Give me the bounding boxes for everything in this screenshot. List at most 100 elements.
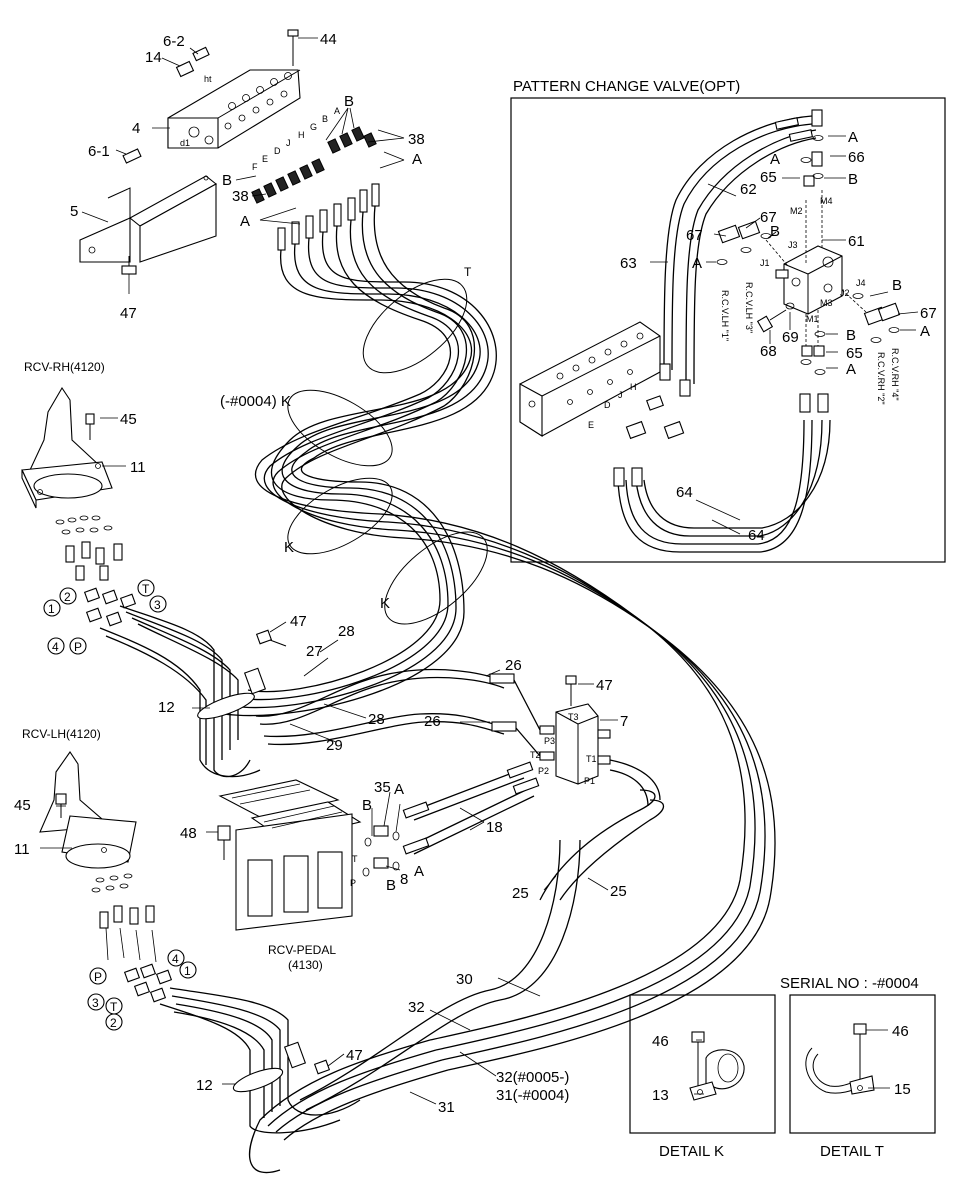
callout-a-1: A — [412, 151, 422, 168]
label-m3: M3 — [820, 298, 833, 308]
callout-38-1: 38 — [408, 131, 425, 148]
callout-b-p2: B — [386, 877, 396, 894]
label-d1: d1 — [180, 138, 190, 148]
o-rings-rh — [55, 515, 113, 535]
port-badges-rh: 1 2 T 3 4 P — [43, 579, 167, 655]
port-fittings-38 — [251, 126, 377, 204]
label-a: A — [334, 106, 340, 116]
label-p1: P1 — [584, 776, 595, 786]
callout-18: 18 — [486, 819, 503, 836]
callout-44: 44 — [320, 31, 337, 48]
label-v-j: J — [618, 390, 623, 400]
callout-45-rh: 45 — [120, 411, 137, 428]
labels: PATTERN CHANGE VALVE(OPT) SERIAL NO : -#… — [14, 31, 937, 1160]
label-p3: P3 — [544, 736, 555, 746]
callout-25-b: 25 — [610, 883, 627, 900]
callout-25-a: 25 — [512, 885, 529, 902]
o-rings-lh — [91, 873, 133, 893]
label-p2: P2 — [538, 766, 549, 776]
callout-6-2: 6-2 — [163, 33, 185, 50]
title-detail-k: DETAIL K — [659, 1143, 724, 1160]
port-lh-4: 4 — [172, 952, 179, 966]
callout-65-b: 65 — [846, 345, 863, 362]
pattern-change-valve-drawing — [519, 109, 901, 553]
port-rh-p: P — [74, 640, 82, 654]
callout-62: 62 — [740, 181, 757, 198]
title-rcv-pedal: RCV-PEDAL — [268, 943, 336, 957]
hoses-26 — [255, 668, 661, 807]
label-j4: J4 — [856, 278, 866, 288]
port-rh-1: 1 — [48, 602, 55, 616]
rcv-pedal — [218, 779, 362, 931]
title-detail-t: DETAIL T — [820, 1143, 884, 1160]
label-g: G — [310, 122, 317, 132]
callout-12-rh: 12 — [158, 699, 175, 716]
port-lh-p: P — [94, 970, 102, 984]
label-rcv-lh-3: R.C.V.LH "3" — [744, 282, 754, 333]
label-v-e: E — [588, 420, 594, 430]
callout-b-p1: B — [362, 797, 372, 814]
title-rcv-lh: RCV-LH(4120) — [22, 727, 101, 741]
label-j1: J1 — [760, 258, 770, 268]
callout-13: 13 — [652, 1087, 669, 1104]
title-rcv-pedal-code: (4130) — [288, 958, 323, 972]
fittings-rh — [65, 541, 137, 627]
callout-a-p2: A — [414, 863, 424, 880]
port-lh-3: 3 — [92, 996, 99, 1010]
pattern-change-valve-frame — [510, 97, 946, 563]
label-pedal-t: T — [352, 854, 358, 864]
callout-a-v4: A — [920, 323, 930, 340]
label-d: D — [274, 146, 281, 156]
callout-26-a: 26 — [505, 657, 522, 674]
rh-hoses — [99, 605, 261, 778]
callout-b-v1: B — [848, 171, 858, 188]
hose-end-fittings — [277, 183, 380, 251]
hose-bundle-lower — [249, 789, 665, 1174]
clamp-12-rh — [197, 667, 267, 720]
callout-a-v5: A — [846, 361, 856, 378]
callout-64-b: 64 — [748, 527, 765, 544]
bolt-48 — [217, 825, 231, 860]
fitting-6-2 — [175, 46, 210, 78]
label-ht: ht — [204, 74, 212, 84]
port-lh-t: T — [110, 1000, 118, 1014]
label-t3: T3 — [568, 712, 579, 722]
callout-26-b: 26 — [424, 713, 441, 730]
callout-6-1: 6-1 — [88, 143, 110, 160]
callout-5: 5 — [70, 203, 78, 220]
label-rcv-rh-4: R.C.V.RH "4" — [890, 348, 900, 401]
detail-ellipses — [287, 278, 488, 625]
callout-69: 69 — [782, 329, 799, 346]
fitting-6-1 — [122, 148, 142, 164]
title-pattern-change-valve: PATTERN CHANGE VALVE(OPT) — [513, 78, 740, 95]
detail-t-clamp — [805, 1023, 875, 1095]
leader-lines — [40, 37, 919, 1105]
label-t2: T2 — [530, 750, 541, 760]
callout-a-p1: A — [394, 781, 404, 798]
callout-67-a: 67 — [686, 227, 703, 244]
callout-12-lh: 12 — [196, 1077, 213, 1094]
callout-4: 4 — [132, 120, 140, 137]
rcv-rh-joystick — [21, 386, 113, 509]
port-rh-3: 3 — [154, 598, 161, 612]
manifold-block — [167, 69, 301, 149]
label-rcv-lh-1: R.C.V.LH "1" — [720, 290, 730, 341]
label-t1: T1 — [586, 754, 597, 764]
callout-a-v1: A — [848, 129, 858, 146]
bolt-47-lh — [313, 1059, 331, 1075]
callout-29: 29 — [326, 737, 343, 754]
callout-k-0004: (-#0004) K — [220, 393, 291, 410]
label-pedal-p: P — [350, 878, 356, 888]
port-badges-lh: P 3 T 2 4 1 — [87, 949, 197, 1031]
detail-t-frame — [789, 994, 936, 1134]
callout-11-rh: 11 — [130, 459, 146, 476]
bolt-44 — [287, 29, 299, 66]
callout-a-v2: A — [770, 151, 780, 168]
lh-hoses — [159, 987, 361, 1134]
label-b: B — [322, 114, 328, 124]
hose-bundle-upper — [223, 205, 776, 1071]
callout-27: 27 — [306, 643, 323, 660]
callout-45-lh: 45 — [14, 797, 31, 814]
callout-47-lh: 47 — [346, 1047, 363, 1064]
callout-48: 48 — [180, 825, 197, 842]
